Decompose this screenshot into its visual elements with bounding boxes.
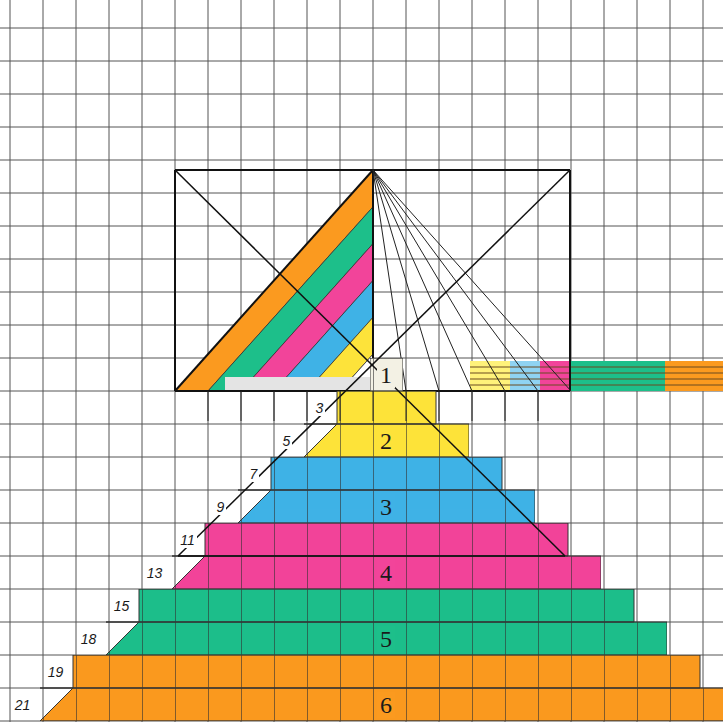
band-number: 6: [377, 692, 395, 718]
row-count-number: 11: [178, 532, 197, 548]
frame-line: [174, 170, 176, 391]
grid-line: [175, 0, 176, 722]
diagonal-lines: [175, 170, 570, 556]
spectrum-line: [470, 367, 723, 368]
drop-line: [406, 391, 407, 421]
drop-line: [373, 391, 374, 421]
diagonal-line: [178, 170, 570, 556]
band-fill: [238, 457, 535, 523]
pyramid-band: 3: [238, 457, 535, 523]
diagonal-line: [175, 170, 565, 556]
drop-line: [241, 391, 242, 421]
grid-line: [439, 0, 440, 722]
fan-lines: [373, 170, 571, 391]
square-frame: [175, 170, 570, 391]
row-count-number: 18: [79, 631, 99, 647]
band-number: 4: [377, 560, 395, 586]
grid-line: [10, 0, 11, 722]
band-grid: [304, 391, 469, 457]
grid-line: [76, 0, 77, 722]
band-number: 1: [377, 362, 395, 388]
spectrum-line: [470, 379, 723, 380]
pyramid-band: 2: [304, 391, 469, 457]
band-number: 2: [377, 428, 395, 454]
prism-stripe: [208, 207, 373, 391]
row-count-number: 13: [145, 565, 165, 581]
base-hatch: [225, 377, 370, 390]
prism-stripe: [274, 281, 373, 392]
spectrum-blue: [510, 361, 540, 391]
spectrum-green: [570, 361, 665, 391]
drop-line: [208, 391, 209, 421]
band-fill: [172, 523, 601, 589]
row-count-number: 15: [112, 598, 132, 614]
band-grid: [172, 523, 601, 589]
grid-line: [0, 28, 723, 29]
pyramid-band: 1: [370, 358, 403, 391]
prism-stripe: [241, 244, 373, 391]
pyramid-band: 5: [106, 589, 667, 655]
band-grid: [238, 457, 535, 523]
drop-line: [538, 391, 539, 421]
band-number: 5: [377, 626, 395, 652]
band-grid: [40, 655, 723, 721]
grid-line: [0, 94, 723, 95]
row-count-number: 3: [314, 400, 326, 416]
grid-line: [43, 0, 44, 722]
row-count-number: 7: [248, 466, 260, 482]
spectrum-lines: [470, 367, 723, 385]
grid-line: [109, 0, 110, 722]
grid-line: [406, 0, 407, 722]
band-outline: [304, 391, 469, 457]
frame-line: [569, 170, 571, 391]
band-grid-line: [373, 358, 374, 391]
pyramid-band: 4: [172, 523, 601, 589]
band-outline: [238, 457, 535, 523]
band-outline: [40, 655, 723, 721]
band-outline: [172, 523, 601, 589]
band-number: 3: [377, 494, 395, 520]
band-outline: [370, 358, 403, 391]
spectrum-orange: [665, 361, 723, 391]
drop-line: [340, 391, 341, 421]
drop-line: [505, 391, 506, 421]
row-count-number: 21: [13, 697, 33, 713]
drop-line: [274, 391, 275, 421]
band-outline: [106, 589, 667, 655]
base-line: [178, 555, 565, 557]
grid-line: [373, 0, 374, 722]
row-count-number: 9: [215, 499, 227, 515]
band-fill: [106, 589, 667, 655]
grid-line: [0, 127, 723, 128]
prism-edge: [175, 170, 373, 391]
drop-line: [439, 391, 440, 421]
drop-lines: [208, 391, 538, 421]
grid-line: [0, 61, 723, 62]
drop-line: [307, 391, 308, 421]
pyramid-band: 6: [40, 655, 723, 721]
spectrum-line: [470, 373, 723, 374]
band-grid: [106, 589, 667, 655]
grid-line: [142, 0, 143, 722]
band-fill: [304, 391, 469, 457]
row-count-number: 19: [46, 664, 66, 680]
band-grid: [370, 358, 403, 391]
band-fill: [370, 358, 403, 391]
prism-triangle: [175, 170, 373, 391]
spectrum-beam: [470, 361, 723, 391]
prism-stripe: [175, 170, 373, 391]
spectrum-pink: [540, 361, 570, 391]
spectrum-line: [470, 385, 723, 386]
row-count-number: 5: [281, 433, 293, 449]
drop-line: [472, 391, 473, 421]
fan-line: [373, 170, 571, 391]
band-fill: [40, 655, 723, 721]
grid-line: [0, 160, 723, 161]
